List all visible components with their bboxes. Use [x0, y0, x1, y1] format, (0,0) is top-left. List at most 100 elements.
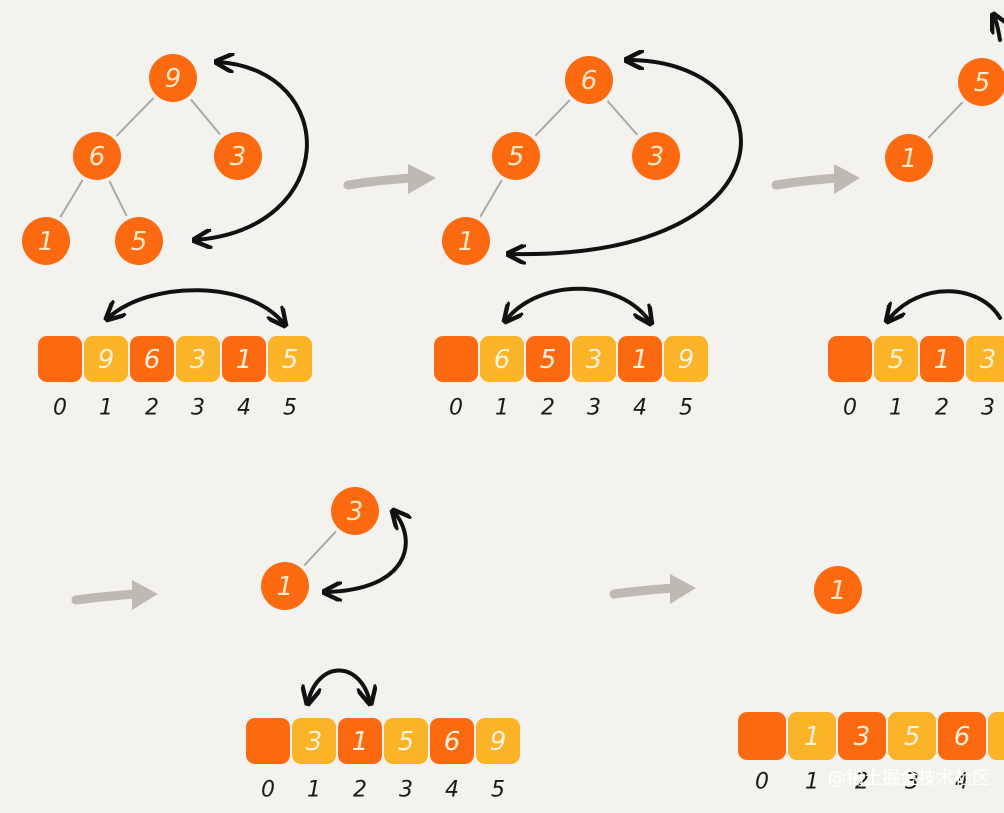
tree-node-label: 9	[165, 64, 182, 94]
array-cell: 5	[888, 712, 936, 760]
array-cell: 5	[874, 336, 918, 382]
swap-arrow-array-3	[888, 289, 1002, 320]
array-cell-box	[130, 336, 174, 382]
array-cell-value: 6	[954, 722, 971, 752]
tree-node: 1	[261, 562, 309, 610]
array-cell-box	[292, 718, 336, 764]
array-cell: 9	[476, 718, 520, 764]
array-cell-box	[788, 712, 836, 760]
array-index: 1	[99, 396, 113, 421]
tree-node-label: 3	[648, 142, 665, 172]
tree-node: 5	[958, 58, 1004, 106]
watermark: @稀土掘金技术社区	[828, 768, 990, 789]
array-index: 3	[399, 778, 413, 803]
array-cell: 5	[384, 718, 428, 764]
tree-node-circle	[22, 217, 70, 265]
array-cell-box	[434, 336, 478, 382]
array-cell-box	[268, 336, 312, 382]
array-index: 4	[237, 396, 251, 421]
array-cell	[246, 718, 290, 764]
array-cell-value: 9	[490, 727, 507, 757]
array-cell: 1	[338, 718, 382, 764]
array-index: 1	[889, 396, 903, 421]
array-cell-value: 5	[540, 345, 557, 375]
array-cell: 3	[292, 718, 336, 764]
array-cell-box	[938, 712, 986, 760]
step-arrow-3	[71, 580, 158, 610]
array-cell-box	[222, 336, 266, 382]
tree-node: 6	[73, 132, 121, 180]
array-index: 2	[353, 778, 367, 803]
array-index: 0	[755, 770, 769, 795]
tree-node-label: 3	[230, 142, 247, 172]
array-cell: 6	[130, 336, 174, 382]
array-index: 1	[805, 770, 819, 795]
array-cell-value: 5	[888, 345, 905, 375]
tree-node: 3	[214, 132, 262, 180]
array-cell: 6	[430, 718, 474, 764]
array-cell: 1	[920, 336, 964, 382]
tree-node-label: 5	[508, 142, 525, 172]
array-cell-box	[176, 336, 220, 382]
tree-edge	[534, 99, 571, 137]
tree-node: 1	[442, 217, 490, 265]
tree-edge	[927, 101, 964, 139]
array-cell: 3	[838, 712, 886, 760]
array-index: 1	[307, 778, 321, 803]
array-cell: 3	[176, 336, 220, 382]
tree-node-circle	[331, 487, 379, 535]
array-cell-box	[920, 336, 964, 382]
array-cell-box	[38, 336, 82, 382]
array-cell-value: 9	[678, 345, 695, 375]
tree-node-label: 1	[901, 144, 918, 174]
array-cell-value: 6	[444, 727, 461, 757]
array-cell-box	[476, 718, 520, 764]
array-cell-box	[838, 712, 886, 760]
array-cell-value: 3	[854, 722, 871, 752]
array-cell-box	[84, 336, 128, 382]
array-cell-box	[738, 712, 786, 760]
tree-node: 1	[885, 134, 933, 182]
tree-edge	[108, 180, 128, 217]
array-cell-box	[480, 336, 524, 382]
array-cell-box	[526, 336, 570, 382]
array-cell-value: 3	[306, 727, 323, 757]
tree-node: 6	[565, 56, 613, 104]
step-arrow-2	[771, 164, 860, 194]
array-cell-box	[618, 336, 662, 382]
tree-node-circle	[885, 134, 933, 182]
array-cell-value: 5	[904, 722, 921, 752]
array-index: 1	[495, 396, 509, 421]
tree-edge	[59, 179, 84, 218]
tree-node: 5	[115, 217, 163, 265]
array-index: 2	[935, 396, 949, 421]
swap-arrow-tree-1	[196, 62, 309, 240]
array-index: 2	[145, 396, 159, 421]
array-cell-box	[966, 336, 1004, 382]
panel-5: 11356901234	[738, 566, 1004, 795]
tree-node-circle	[492, 132, 540, 180]
swap-arrow-array-1	[108, 288, 284, 324]
array-cell: 6	[938, 712, 986, 760]
array-cell	[434, 336, 478, 382]
tree-node: 9	[149, 54, 197, 102]
swap-arrow-array-4	[308, 668, 370, 703]
tree-node-circle	[565, 56, 613, 104]
tree-node-circle	[814, 566, 862, 614]
array-cell-value: 3	[190, 345, 207, 375]
array-cell-box	[874, 336, 918, 382]
array-cell	[38, 336, 82, 382]
tree-node-label: 5	[131, 227, 148, 257]
array-cell: 1	[788, 712, 836, 760]
tree-edge	[303, 530, 337, 567]
array-index: 4	[955, 770, 969, 795]
array-cell: 9	[84, 336, 128, 382]
array-cell	[738, 712, 786, 760]
array-index: 3	[981, 396, 995, 421]
array-index: 2	[541, 396, 555, 421]
